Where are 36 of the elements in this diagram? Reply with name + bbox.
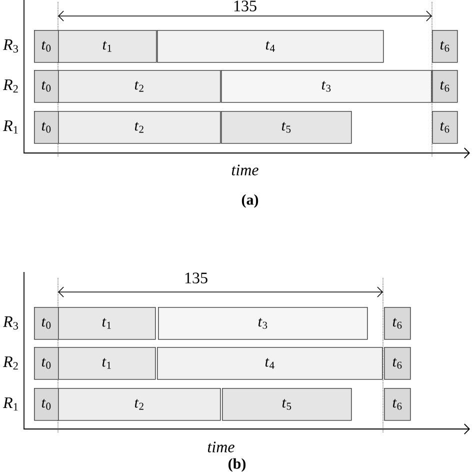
axis-label: time	[208, 442, 234, 452]
task-bar: t$_{1}$	[58, 30, 157, 63]
dimension-label: 135	[234, 0, 256, 12]
row-label: R$_{1}$	[2, 120, 18, 134]
time-block: t$_{6}$	[384, 347, 411, 380]
row-label: R$_{3}$	[2, 39, 18, 53]
time-block: t$_{0}$	[34, 347, 59, 380]
task-bar: t$_{4}$	[157, 30, 384, 63]
task-bar: t$_{2}$	[58, 388, 221, 421]
time-block: t$_{0}$	[34, 307, 59, 340]
time-block: t$_{6}$	[432, 30, 458, 63]
panel-caption: (a)	[242, 194, 258, 208]
task-bar: t$_{1}$	[58, 307, 156, 340]
task-bar: t$_{3}$	[158, 307, 368, 340]
row-label: R$_{2}$	[2, 79, 18, 93]
task-bar: t$_{5}$	[222, 388, 352, 421]
row-label: R$_{3}$	[2, 316, 18, 330]
dimension-label: 135	[185, 272, 208, 284]
time-block: t$_{0}$	[34, 111, 59, 144]
time-block: t$_{0}$	[34, 30, 59, 63]
row-label: R$_{1}$	[2, 397, 18, 411]
task-bar: t$_{5}$	[221, 111, 352, 144]
time-block: t$_{6}$	[432, 70, 458, 103]
task-bar: t$_{2}$	[58, 111, 221, 144]
panel-caption: (b)	[228, 458, 246, 472]
task-bar: t$_{4}$	[157, 347, 383, 380]
time-block: t$_{6}$	[384, 307, 411, 340]
time-block: t$_{6}$	[432, 111, 458, 144]
task-bar: t$_{1}$	[58, 347, 156, 380]
time-block: t$_{0}$	[34, 70, 59, 103]
task-bar: t$_{2}$	[58, 70, 221, 103]
row-label: R$_{2}$	[2, 356, 18, 370]
axis-label: time	[232, 164, 258, 176]
time-block: t$_{0}$	[34, 388, 59, 421]
task-bar: t$_{3}$	[221, 70, 432, 103]
time-block: t$_{6}$	[384, 388, 411, 421]
